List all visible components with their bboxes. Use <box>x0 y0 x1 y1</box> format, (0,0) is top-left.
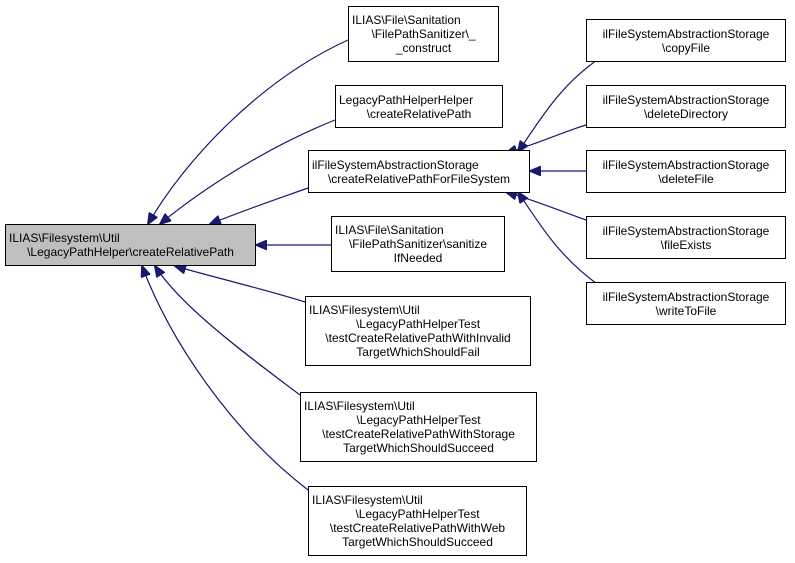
node-line: ILIAS\Filesystem\Util <box>312 493 423 507</box>
node-line: ilFileSystemAbstractionStorage <box>602 157 770 172</box>
node-line: \FilePathSanitizer\sanitize <box>348 237 488 251</box>
node-test-create-relative-path-with-web-target[interactable]: ILIAS\Filesystem\Util \LegacyPathHelperT… <box>308 486 527 556</box>
node-storage-file-exists[interactable]: ilFileSystemAbstractionStorage \fileExis… <box>586 216 786 259</box>
node-line: IfNeeded <box>393 251 443 265</box>
node-line: \deleteFile <box>658 171 714 186</box>
node-storage-write-to-file[interactable]: ilFileSystemAbstractionStorage \writeToF… <box>586 282 786 325</box>
node-line: \testCreateRelativePathWithStorage <box>322 427 515 441</box>
node-line: \LegacyPathHelperTest <box>355 507 480 521</box>
node-line: ILIAS\Filesystem\Util <box>309 303 420 317</box>
node-test-create-relative-path-with-invalid-target[interactable]: ILIAS\Filesystem\Util \LegacyPathHelperT… <box>305 296 531 366</box>
edge-storage-create-relative-to-root <box>210 187 309 224</box>
node-line: ILIAS\Filesystem\Util <box>304 399 415 413</box>
edge-test-storage-to-root <box>155 266 301 396</box>
node-line: \createRelativePathForFileSystem <box>327 171 511 186</box>
node-storage-delete-directory[interactable]: ilFileSystemAbstractionStorage \deleteDi… <box>586 85 786 128</box>
root-node-legacy-path-helper-create-relative-path: ILIAS\Filesystem\Util \LegacyPathHelper\… <box>5 224 256 266</box>
node-line: ilFileSystemAbstractionStorage <box>602 223 770 238</box>
node-line: \testCreateRelativePathWithWeb <box>329 521 506 535</box>
edge-test-web-to-root <box>142 266 309 491</box>
node-line: \LegacyPathHelper\createRelativePath <box>27 245 234 259</box>
node-line: LegacyPathHelperHelper <box>339 92 474 107</box>
node-file-path-sanitizer-sanitize-if-needed[interactable]: ILIAS\File\Sanitation \FilePathSanitizer… <box>331 216 505 272</box>
node-line: ilFileSystemAbstractionStorage <box>602 289 770 304</box>
node-line: \copyFile <box>661 40 711 55</box>
node-test-create-relative-path-with-storage-target[interactable]: ILIAS\Filesystem\Util \LegacyPathHelperT… <box>300 392 537 462</box>
node-line: \LegacyPathHelperTest <box>356 413 481 427</box>
node-line: ILIAS\Filesystem\Util <box>9 231 120 245</box>
node-line: ilFileSystemAbstractionStorage <box>602 26 770 41</box>
edge-file-exists-to-storage <box>506 192 587 221</box>
node-line: \createRelativePath <box>366 106 472 121</box>
node-line: ilFileSystemAbstractionStorage <box>602 92 770 107</box>
node-storage-copy-file[interactable]: ilFileSystemAbstractionStorage \copyFile <box>586 19 786 62</box>
edge-sanitizer-construct-to-root <box>148 39 349 224</box>
edge-legacy-helper-helper-to-root <box>160 119 336 224</box>
edge-test-invalid-to-root <box>175 266 306 303</box>
node-line: \deleteDirectory <box>643 106 729 121</box>
node-line: ILIAS\File\Sanitation <box>335 223 444 237</box>
edge-delete-directory-to-storage <box>506 124 587 153</box>
node-line: TargetWhichShouldSucceed <box>343 441 494 455</box>
edge-copy-file-to-storage <box>518 57 601 152</box>
node-line: TargetWhichShouldSucceed <box>342 535 493 549</box>
node-storage-delete-file[interactable]: ilFileSystemAbstractionStorage \deleteFi… <box>586 150 786 193</box>
node-line: \LegacyPathHelperTest <box>355 317 481 331</box>
node-legacy-path-helper-helper-create-relative-path[interactable]: LegacyPathHelperHelper \createRelativePa… <box>335 85 503 128</box>
node-line: ILIAS\File\Sanitation <box>352 13 461 27</box>
node-line: \writeToFile <box>655 303 717 318</box>
node-line: ilFileSystemAbstractionStorage <box>312 157 479 172</box>
edge-write-to-file-to-storage <box>518 192 601 287</box>
node-file-path-sanitizer-construct[interactable]: ILIAS\File\Sanitation \FilePathSanitizer… <box>348 6 499 62</box>
node-line: \testCreateRelativePathWithInvalid <box>325 331 511 345</box>
node-line: TargetWhichShouldFail <box>356 345 480 359</box>
node-line: \fileExists <box>660 237 712 252</box>
node-line: \FilePathSanitizer\_ <box>371 27 476 41</box>
node-line: _construct <box>395 41 452 55</box>
node-storage-create-relative-path-for-file-system[interactable]: ilFileSystemAbstractionStorage \createRe… <box>308 150 530 193</box>
